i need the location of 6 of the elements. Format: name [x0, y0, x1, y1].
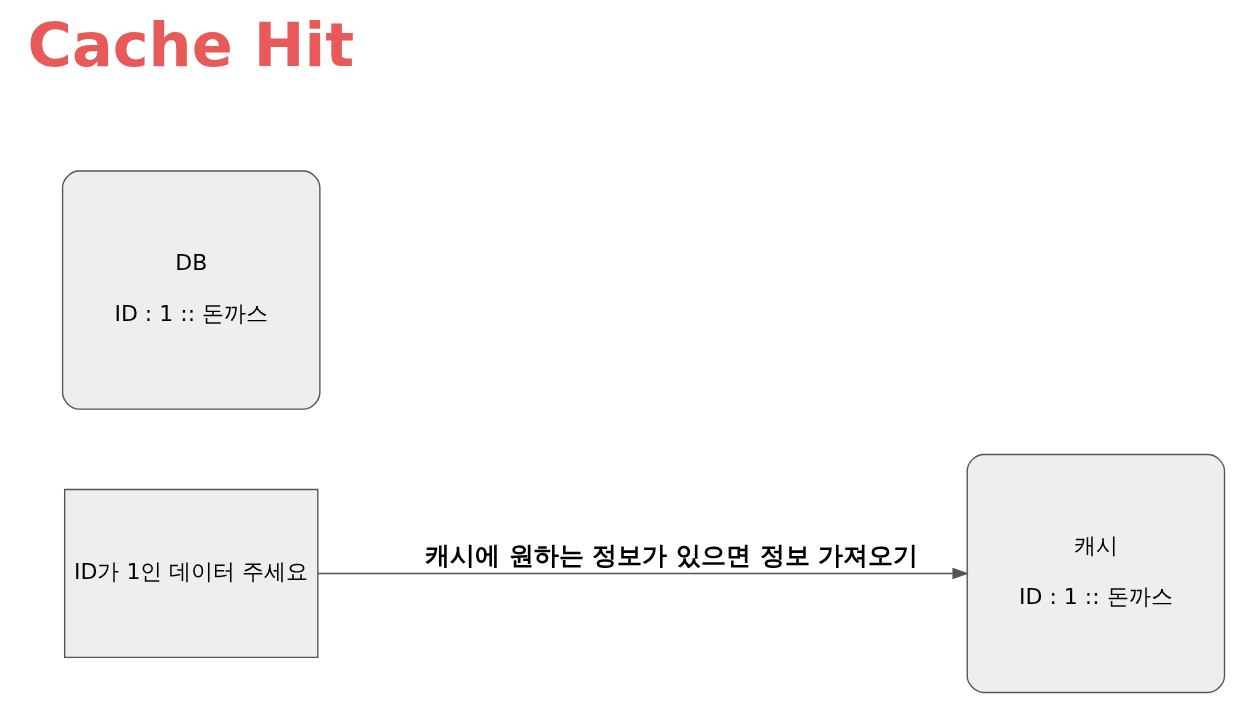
label: Cache Hit	[27, 10, 354, 81]
node-box: DB ID : 1 :: 돈까스	[61, 170, 321, 410]
edge-label: 캐시에 원하는 정보가 있으면 정보 가져오기	[424, 541, 918, 571]
node-box: ID가 1인 데이터 주세요	[63, 488, 318, 659]
node-box: 캐시 ID : 1 :: 돈까스	[966, 453, 1225, 694]
arrow	[316, 567, 969, 580]
